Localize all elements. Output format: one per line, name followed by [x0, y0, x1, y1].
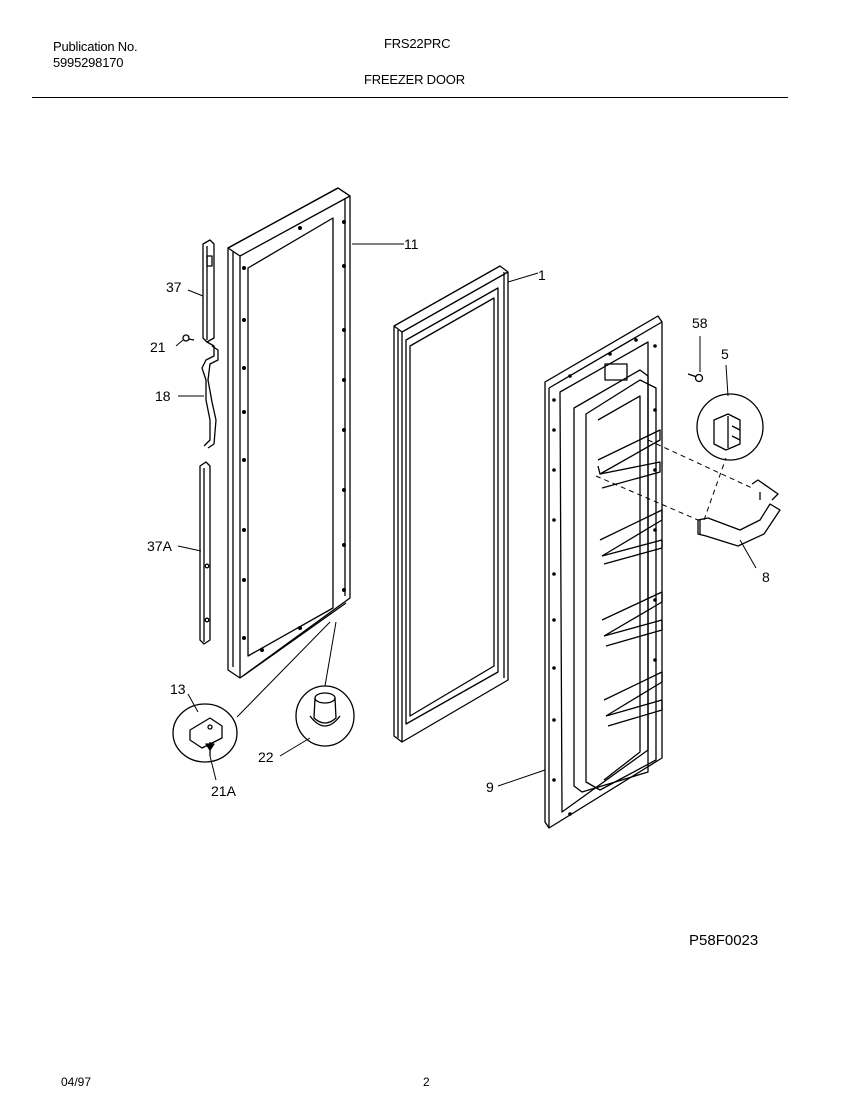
- callout-37: 37: [166, 279, 182, 295]
- callout-9: 9: [486, 779, 494, 795]
- screw-part: [182, 334, 195, 342]
- callout-8: 8: [762, 569, 770, 585]
- callout-18: 18: [155, 388, 171, 404]
- callout-21: 21: [150, 339, 166, 355]
- leader-lines: [175, 243, 757, 787]
- inner-door-liner-part: [544, 315, 663, 829]
- trim-strip-bottom-part: [199, 461, 211, 645]
- trim-strip-top-part: [202, 239, 215, 343]
- callout-21a: 21A: [211, 783, 237, 799]
- door-seal-part: [393, 265, 509, 743]
- shelf-retainer-part: [697, 479, 781, 547]
- callout-5: 5: [721, 346, 729, 362]
- gasket-frame-part: [227, 187, 351, 679]
- callout-1: 1: [538, 267, 546, 283]
- screw-58-part: [687, 373, 704, 383]
- publication-number: 5995298170: [53, 55, 124, 70]
- handle-bracket-part: [201, 341, 219, 449]
- section-title: FREEZER DOOR: [364, 72, 465, 87]
- callout-13: 13: [170, 681, 186, 697]
- clip-detail-circle: [696, 393, 764, 461]
- callout-37a: 37A: [147, 538, 173, 554]
- model-number: FRS22PRC: [384, 36, 451, 51]
- alignment-lines: [595, 439, 753, 521]
- callout-11: 11: [404, 236, 419, 252]
- bushing-detail-circle: [295, 685, 355, 747]
- footer-date: 04/97: [61, 1075, 92, 1089]
- hinge-detail-circle: [172, 703, 238, 763]
- header-rule: [32, 97, 788, 98]
- callout-58: 58: [692, 315, 708, 331]
- publication-label: Publication No.: [53, 39, 138, 54]
- footer-page-number: 2: [423, 1075, 430, 1089]
- callout-22: 22: [258, 749, 274, 765]
- drawing-code: P58F0023: [689, 932, 759, 949]
